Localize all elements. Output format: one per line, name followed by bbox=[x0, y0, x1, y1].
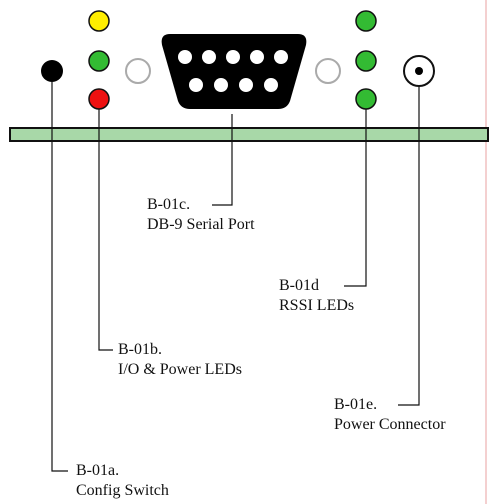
config-switch bbox=[41, 60, 63, 82]
callout-power-connector: B-01e. Power Connector bbox=[334, 395, 446, 435]
db9-pin bbox=[202, 50, 216, 64]
rssi-led-1 bbox=[355, 10, 377, 32]
led-yellow bbox=[88, 10, 110, 32]
db9-connector bbox=[161, 34, 307, 109]
db9-pin bbox=[264, 78, 278, 92]
mounting-hole-left bbox=[125, 58, 151, 84]
led-red bbox=[88, 88, 110, 110]
power-connector-pin bbox=[415, 67, 423, 75]
db9-pin bbox=[189, 78, 203, 92]
rssi-leds-code: B-01d bbox=[279, 277, 319, 294]
db9-pin bbox=[250, 50, 264, 64]
io-power-leds-code: B-01b. bbox=[118, 341, 162, 358]
callout-config-switch: B-01a. Config Switch bbox=[76, 461, 169, 501]
leader-rssi-leds bbox=[344, 109, 367, 287]
io-power-leds-name: I/O & Power LEDs bbox=[118, 361, 242, 378]
led-green-io bbox=[88, 50, 110, 72]
db9-pin bbox=[274, 50, 288, 64]
callout-io-power-leds: B-01b. I/O & Power LEDs bbox=[118, 340, 242, 380]
circuit-board bbox=[9, 127, 489, 142]
leader-config-switch bbox=[51, 82, 68, 472]
power-connector-code: B-01e. bbox=[334, 396, 378, 413]
db9-pin bbox=[226, 50, 240, 64]
leader-power-connector bbox=[398, 86, 420, 406]
config-switch-name: Config Switch bbox=[76, 482, 169, 499]
db9-pin bbox=[214, 78, 228, 92]
db9-pin bbox=[178, 50, 192, 64]
power-connector-name: Power Connector bbox=[334, 416, 446, 433]
rssi-leds-name: RSSI LEDs bbox=[279, 297, 355, 314]
callout-serial-port: B-01c. DB-9 Serial Port bbox=[147, 195, 255, 235]
callout-rssi-leds: B-01d RSSI LEDs bbox=[279, 276, 354, 316]
serial-port-name: DB-9 Serial Port bbox=[147, 216, 255, 233]
config-switch-code: B-01a. bbox=[76, 462, 120, 479]
serial-port-code: B-01c. bbox=[147, 196, 191, 213]
rssi-led-3 bbox=[355, 88, 377, 110]
db9-pin bbox=[239, 78, 253, 92]
mounting-hole-right bbox=[315, 58, 341, 84]
db9-pins bbox=[178, 50, 288, 92]
leader-serial-port bbox=[212, 114, 233, 206]
rssi-led-2 bbox=[355, 50, 377, 72]
leader-io-power-leds bbox=[98, 109, 113, 351]
